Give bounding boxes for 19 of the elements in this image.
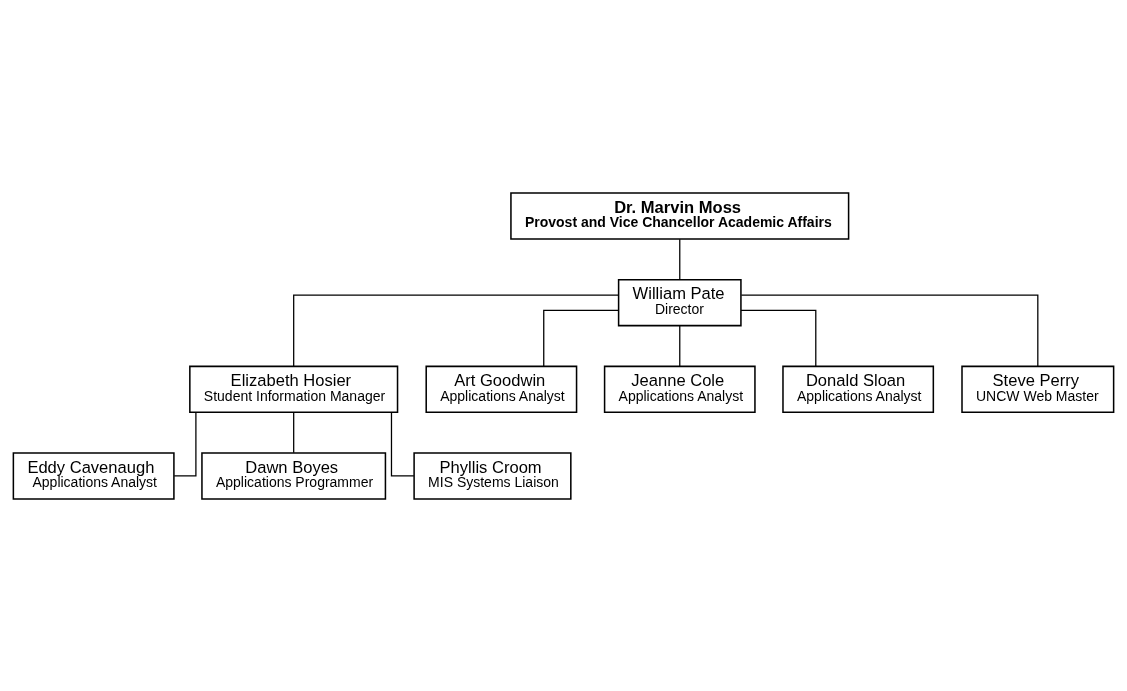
- node-box: Phyllis Croom MIS Systems Liaison: [413, 451, 572, 500]
- connector: [679, 238, 681, 280]
- connector: [293, 293, 620, 367]
- node-box: Elizabeth Hosier Student Information Manager: [189, 365, 399, 413]
- connector: [679, 324, 681, 367]
- node-box: Jeanne Cole Applications Analyst: [603, 365, 756, 413]
- node-box: Eddy Cavenaugh Applications Analyst: [12, 451, 175, 500]
- connector: [390, 411, 415, 477]
- connector: [740, 309, 817, 367]
- node-box: Art Goodwin Applications Analyst: [425, 365, 578, 413]
- node-box: William Pate Director: [617, 278, 742, 326]
- node-box: Donald Sloan Applications Analyst: [782, 365, 935, 413]
- connector: [740, 293, 1039, 367]
- node-box: Steve Perry UNCW Web Master: [961, 365, 1115, 413]
- connector: [543, 309, 620, 367]
- connector: [293, 411, 295, 453]
- node-box: Dr. Marvin Moss Provost and Vice Chancellor Academic Affairs: [510, 191, 850, 240]
- connector: [173, 411, 197, 477]
- node-box: Dawn Boyes Applications Programmer: [201, 451, 387, 500]
